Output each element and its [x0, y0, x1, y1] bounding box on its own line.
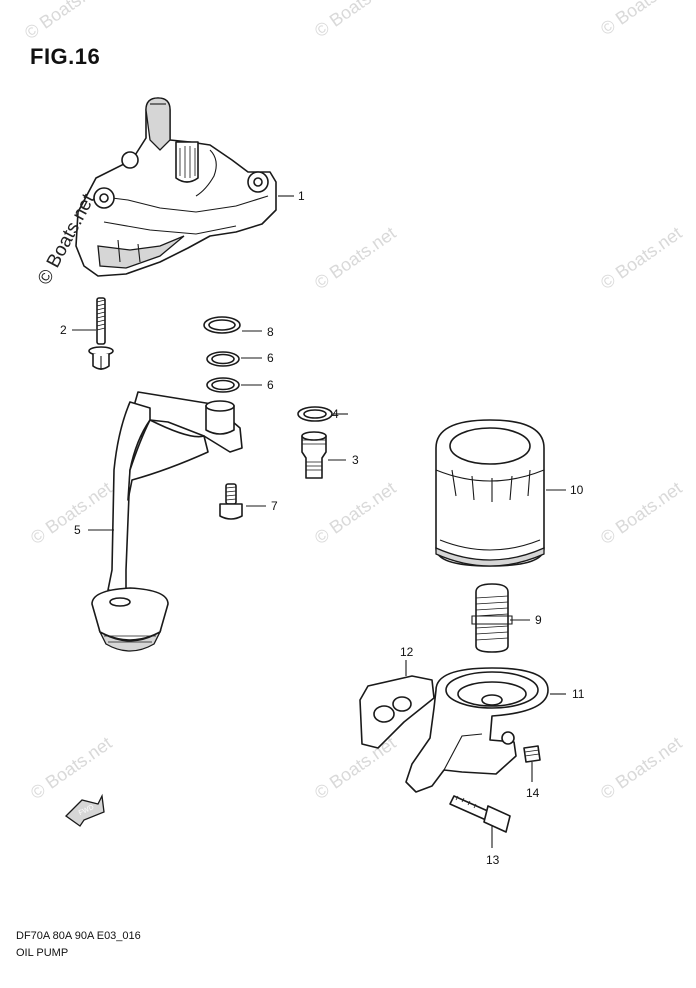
callout-6b: 6	[267, 378, 274, 392]
part-14-plug	[523, 745, 541, 763]
watermark: © Boats.net	[27, 733, 116, 803]
part-11-filter-bracket	[405, 667, 549, 793]
callout-14: 14	[526, 786, 540, 800]
watermark: © Boats.net	[311, 733, 400, 803]
part-3-union-fitting	[301, 431, 327, 479]
figure-footer: DF70A 80A 90A E03_016 OIL PUMP	[16, 928, 141, 962]
callout-8: 8	[267, 325, 274, 339]
part-9-nipple	[471, 583, 513, 653]
figure-title: FIG.16	[30, 44, 101, 69]
callout-10: 10	[570, 483, 584, 497]
part-5-oil-strainer	[91, 391, 243, 652]
callout-11: 11	[572, 687, 585, 701]
watermark-group: © Boats.net © Boats.net © Boats.net © Bo…	[21, 0, 686, 803]
callout-group: 1 2 8 6 6 4 3 7 5 10 9 12 11 14 13	[60, 189, 585, 867]
callout-13: 13	[486, 853, 500, 867]
part-13-bolt	[449, 795, 511, 833]
part-6-o-ring-upper	[206, 351, 240, 367]
watermark: © Boats.net	[597, 478, 686, 548]
callout-2: 2	[60, 323, 67, 337]
watermark: © Boats.net	[311, 0, 400, 41]
watermark: © Boats.net	[597, 223, 686, 293]
callout-1: 1	[298, 189, 305, 203]
watermark: © Boats.net	[27, 478, 116, 548]
callout-9: 9	[535, 613, 542, 627]
part-7-bolt	[219, 483, 243, 520]
part-6-o-ring-lower	[206, 377, 240, 393]
part-8-o-ring	[203, 316, 241, 334]
part-1-oil-pump	[75, 97, 277, 277]
part-4-gasket	[297, 406, 333, 422]
part-2-bolt	[88, 297, 114, 370]
watermark: © Boats.net	[597, 733, 686, 803]
callout-6a: 6	[267, 351, 274, 365]
watermark: © Boats.net	[311, 478, 400, 548]
watermark: © Boats.net	[597, 0, 686, 39]
callout-5: 5	[74, 523, 81, 537]
callout-7: 7	[271, 499, 278, 513]
fwd-arrow: FWD	[64, 793, 105, 827]
part-12-gasket	[359, 675, 435, 749]
callout-12: 12	[400, 645, 414, 659]
figure-name: OIL PUMP	[16, 947, 69, 959]
callout-4: 4	[332, 407, 339, 421]
callout-3: 3	[352, 453, 359, 467]
watermark: © Boats.net	[21, 0, 110, 43]
part-10-oil-filter	[435, 419, 545, 567]
watermark: © Boats.net	[311, 223, 400, 293]
figure-code: DF70A 80A 90A E03_016	[16, 930, 141, 942]
